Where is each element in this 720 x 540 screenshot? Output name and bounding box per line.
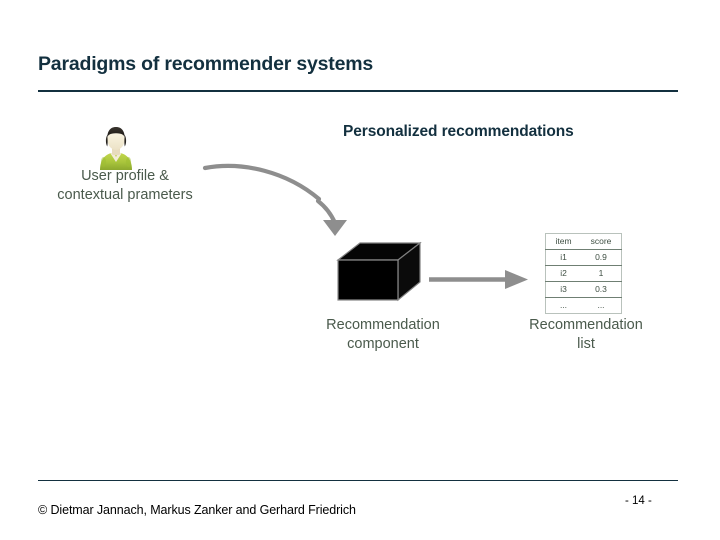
cell-score: 0.9	[581, 249, 622, 266]
recommendation-component-caption: Recommendation component	[326, 317, 440, 352]
column-header-score: score	[581, 233, 622, 250]
page-number: - 14 -	[625, 495, 652, 507]
footer-copyright: © Dietmar Jannach, Markus Zanker and Ger…	[38, 503, 356, 517]
table-row: i1 0.9	[545, 249, 622, 266]
footer-divider	[38, 480, 678, 481]
cell-item: ...	[559, 300, 568, 310]
cell-item: i3	[545, 281, 581, 298]
recommendation-list-table: item score i1 0.9 i2 1 i3 0.3 ... ...	[545, 233, 622, 314]
cell-item: i1	[545, 249, 581, 266]
personalized-recommendations-label: Personalized recommendations	[343, 123, 574, 140]
title-divider	[38, 90, 678, 92]
cell-score: 0.3	[581, 281, 622, 298]
recommendation-list-caption: Recommendation list	[529, 317, 643, 352]
table-header-row: item score	[545, 233, 622, 250]
user-profile-caption: User profile & contextual prameters	[57, 168, 193, 203]
cell-item: i2	[545, 265, 581, 282]
table-row: i2 1	[545, 265, 622, 282]
recommendation-component-box	[332, 238, 424, 308]
straight-arrow-component-to-list	[425, 265, 535, 295]
table-row: ... ...	[546, 298, 622, 314]
user-avatar-icon	[91, 121, 141, 171]
cell-score: 1	[581, 265, 622, 282]
column-header-item: item	[545, 233, 581, 250]
cell-score: ...	[597, 300, 605, 310]
page-title: Paradigms of recommender systems	[38, 53, 373, 75]
table-row: i3 0.3	[545, 281, 622, 298]
